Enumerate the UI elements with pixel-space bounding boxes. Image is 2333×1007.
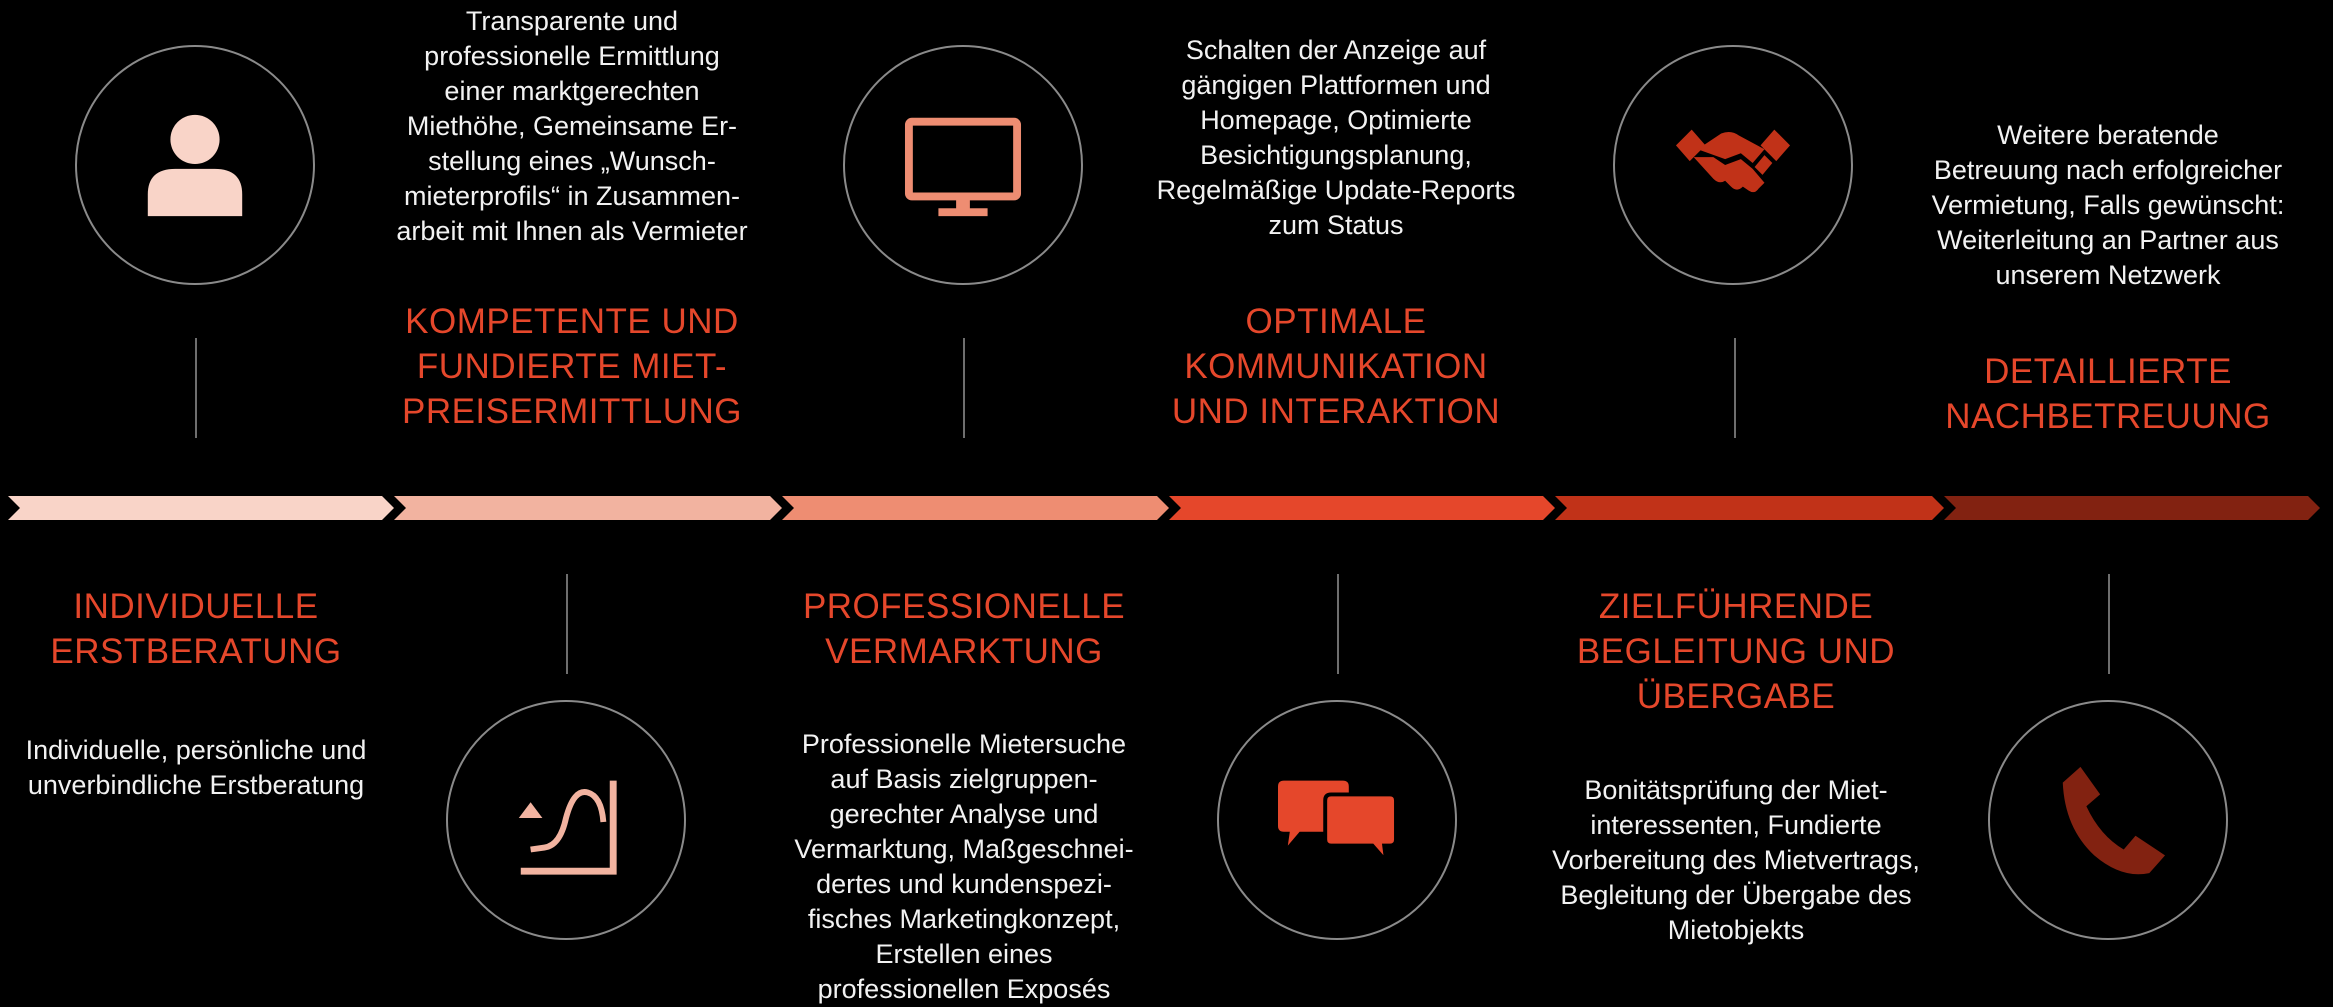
phone-icon [2062, 766, 2166, 875]
step-6-description: Weitere beratende Betreuung nach erfolgr… [1931, 120, 2285, 290]
timeline-arrow-4 [1169, 496, 1555, 520]
step-4-title: OPTIMALE KOMMUNIKATION UND INTERAKTION [1171, 302, 1501, 431]
step-3-title: PROFESSIONELLE VERMARKTUNG [802, 587, 1126, 671]
step-6-connector [2108, 574, 2110, 674]
step-4-circle [1217, 700, 1457, 940]
step-2-connector [566, 574, 568, 674]
step-3-circle [843, 45, 1083, 285]
step-4-connector [1337, 574, 1339, 674]
step-5-title: ZIELFÜHRENDE BEGLEITUNG UND ÜBERGABE [1576, 587, 1896, 716]
handshake-icon [1675, 129, 1791, 193]
step-4-description: Schalten der Anzeige auf gängigen Plattf… [1156, 35, 1516, 240]
chat-bubbles-icon [1278, 780, 1398, 868]
chart-curve-icon [518, 780, 617, 875]
timeline-arrow-5 [1555, 496, 1944, 520]
timeline-arrows [8, 496, 2320, 520]
timeline-arrow-6 [1944, 496, 2320, 520]
step-1-description: Individuelle, persönliche und unverbindl… [25, 735, 367, 800]
step-2-description: Transparente und professionelle Ermittlu… [396, 6, 748, 246]
step-2-circle [446, 700, 686, 940]
step-3-description: Professionelle Mietersuche auf Basis zie… [794, 729, 1134, 1004]
timeline-arrow-1 [8, 496, 394, 520]
step-3-connector [963, 338, 965, 438]
step-1-circle [75, 45, 315, 285]
step-1-connector [195, 338, 197, 438]
step-6-circle [1988, 700, 2228, 940]
step-6-title: DETAILLIERTE NACHBETREUUNG [1945, 352, 2271, 436]
monitor-icon [904, 117, 1022, 217]
step-5-circle [1613, 45, 1853, 285]
step-2-title: KOMPETENTE UND FUNDIERTE MIET- PREISERMI… [401, 302, 743, 431]
person-icon [147, 114, 243, 217]
timeline-arrow-2 [394, 496, 782, 520]
timeline-arrow-3 [782, 496, 1169, 520]
step-5-connector [1734, 338, 1736, 438]
step-5-description: Bonitätsprüfung der Miet- interessenten,… [1552, 775, 1920, 945]
step-1-title: INDIVIDUELLE ERSTBERATUNG [50, 587, 342, 671]
